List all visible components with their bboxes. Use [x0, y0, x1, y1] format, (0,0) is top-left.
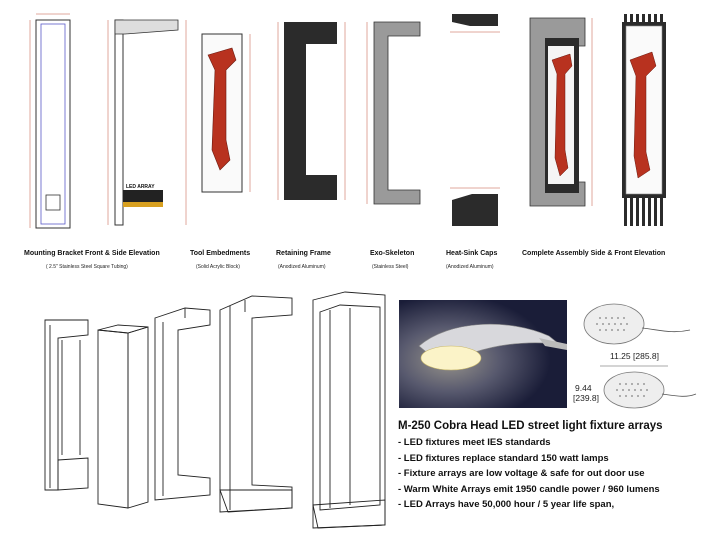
iso-bracket	[44, 319, 89, 491]
mounting-bracket-subtitle: ( 2.5" Stainless Steel Square Tubing)	[46, 264, 128, 270]
iso-exo-skeleton	[219, 295, 293, 513]
mounting-bracket-front	[29, 13, 71, 229]
exo-skeleton-subtitle: (Stainless Steel)	[372, 264, 409, 270]
complete-assembly-title: Complete Assembly Side & Front Elevation	[522, 250, 666, 257]
led-array-top	[580, 300, 700, 350]
product-title: M-250 Cobra Head LED street light fixtur…	[398, 420, 663, 432]
heat-sink-subtitle: (Anodized Aluminum)	[446, 264, 494, 270]
led-array-bottom	[598, 364, 698, 414]
exo-skeleton-title: Exo-Skeleton	[370, 250, 415, 257]
bullet-item: - LED fixtures meet IES standards	[398, 437, 551, 448]
tool-embedments-title: Tool Embedments	[190, 250, 251, 257]
bullet-item: - Warm White Arrays emit 1950 candle pow…	[398, 483, 660, 495]
bullet-item: - LED Arrays have 50,000 hour / 5 year l…	[398, 499, 615, 510]
retaining-frame	[277, 22, 346, 200]
tool-embedments-block	[201, 33, 251, 193]
tool-embedments-subtitle: (Solid Acrylic Block)	[196, 264, 240, 270]
bullet-item: - Fixture arrays are low voltage & safe …	[398, 468, 645, 479]
led-array-label: LED ARRAY	[126, 184, 155, 190]
streetlight-photo	[399, 300, 567, 408]
heat-sink-caps	[450, 14, 500, 226]
array-height-dim-2: [239.8]	[573, 393, 599, 403]
iso-block	[97, 324, 149, 509]
array-width-dim: 11.25 [285.8]	[610, 351, 659, 361]
mounting-bracket-side	[107, 19, 187, 226]
heat-sink-title: Heat-Sink Caps	[446, 250, 498, 257]
product-description: M-250 Cobra Head LED street light fixtur…	[398, 420, 698, 513]
complete-assembly-front	[622, 14, 666, 226]
iso-retaining-frame	[154, 307, 211, 501]
retaining-frame-subtitle: (Anodized Aluminum)	[278, 264, 326, 270]
exo-skeleton	[366, 21, 421, 205]
bullet-item: - LED fixtures replace standard 150 watt…	[398, 452, 609, 464]
mounting-bracket-title: Mounting Bracket Front & Side Elevation	[24, 250, 160, 257]
complete-assembly-side	[529, 17, 593, 207]
array-height-dim-1: 9.44	[575, 383, 592, 393]
iso-complete-assembly	[312, 291, 386, 529]
retaining-frame-title: Retaining Frame	[276, 250, 331, 257]
